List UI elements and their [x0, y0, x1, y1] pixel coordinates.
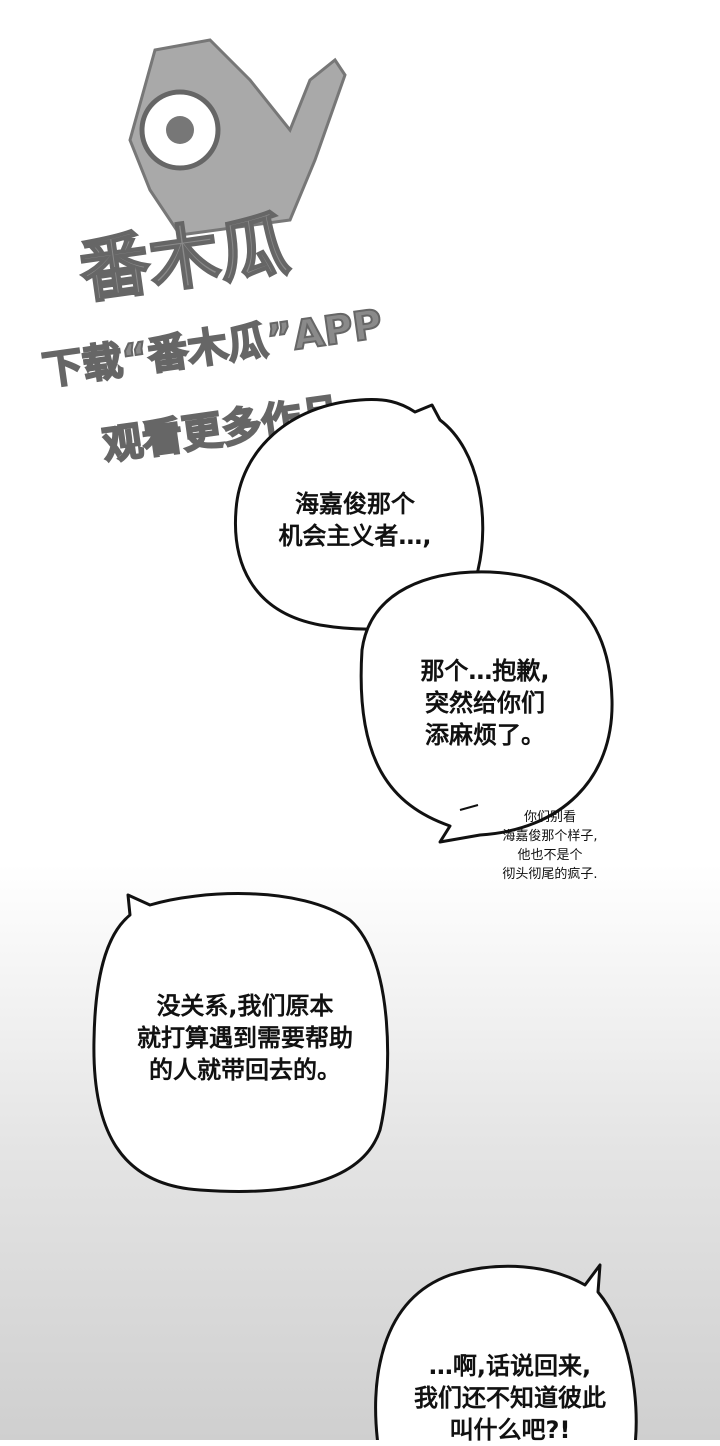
bubble-line: 海嘉俊那个: [295, 490, 415, 518]
bubble-4-shape: [374, 1263, 638, 1440]
bubble-line: …啊,话说回来,: [428, 1352, 592, 1380]
bubble-line: 突然给你们: [425, 689, 545, 717]
bubble-line: 我们还不知道彼此: [414, 1384, 606, 1412]
bubble-3-shape: [92, 892, 390, 1193]
bubble-line: 那个…抱歉,: [420, 657, 550, 685]
bubble-line: 叫什么吧?!: [449, 1416, 571, 1444]
aside-text: 你们别看 海嘉俊那个样子, 他也不是个 彻头彻尾的疯子.: [460, 808, 640, 884]
bubble-3-text: 没关系,我们原本 就打算遇到需要帮助 的人就带回去的。: [110, 990, 380, 1086]
aside-line: 彻头彻尾的疯子.: [502, 867, 598, 882]
bubble-line: 添麻烦了。: [425, 721, 545, 749]
papaya-mascot-logo: [128, 38, 347, 237]
bubble-2-shape: [359, 570, 614, 844]
bubble-1-text: 海嘉俊那个 机会主义者…,: [250, 488, 460, 552]
bubble-line: 的人就带回去的。: [149, 1056, 341, 1084]
bubble-2-text: 那个…抱歉, 突然给你们 添麻烦了。: [380, 655, 590, 751]
bubble-line: 没关系,我们原本: [156, 992, 334, 1020]
bubble-line: 就打算遇到需要帮助: [137, 1024, 353, 1052]
aside-line: 海嘉俊那个样子,: [502, 829, 598, 844]
aside-line: 他也不是个: [517, 848, 583, 863]
aside-line: 你们别看: [523, 810, 576, 825]
bubble-1-shape: [233, 398, 485, 631]
bubble-line: 机会主义者…,: [278, 522, 432, 550]
bubble-4-text: …啊,话说回来, 我们还不知道彼此 叫什么吧?!: [385, 1350, 635, 1446]
